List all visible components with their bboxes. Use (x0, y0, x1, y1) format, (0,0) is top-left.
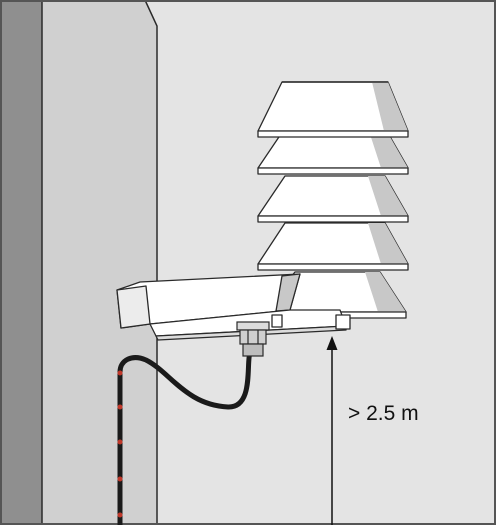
wall-edge-right (144, 0, 158, 525)
radiation-shield-icon (257, 81, 409, 319)
height-dimension-arrow (326, 336, 338, 525)
wall-light-face (42, 0, 157, 525)
cable-clip (117, 404, 123, 410)
cable-clip (117, 370, 123, 376)
cable-icon (117, 349, 253, 525)
cable-clip (117, 512, 123, 518)
height-annotation-label: > 2.5 m (348, 402, 419, 425)
bracket-clamp (271, 314, 283, 328)
wall-dark-face (0, 0, 42, 525)
cable-clip (117, 476, 123, 482)
cable-gland-icon (236, 321, 270, 357)
bracket-clamp (335, 314, 351, 330)
cable-clip (117, 439, 123, 445)
